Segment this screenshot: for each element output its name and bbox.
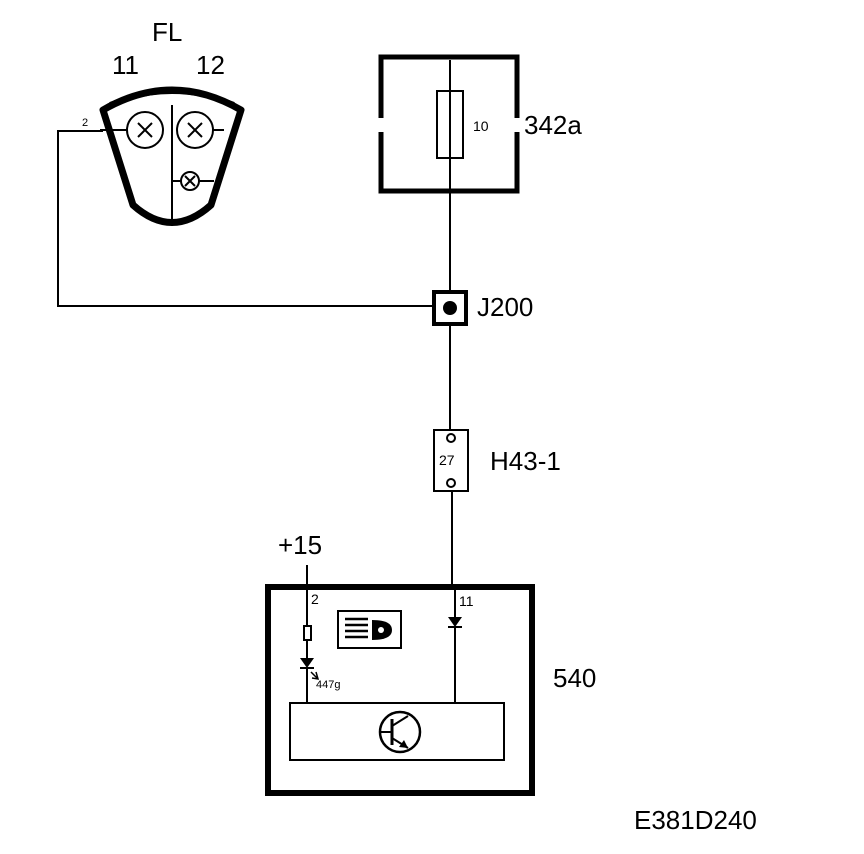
diode-icon bbox=[448, 617, 462, 627]
connector-pin: 27 bbox=[439, 452, 455, 468]
headlamp-symbol-icon bbox=[337, 610, 402, 649]
module-pin-right: 11 bbox=[459, 593, 474, 609]
lamp-fl bbox=[99, 86, 245, 226]
led-icon bbox=[300, 658, 314, 668]
lamp-wire-pin: 2 bbox=[82, 117, 88, 129]
connector-h43-1 bbox=[433, 429, 469, 492]
fuse-number: 10 bbox=[473, 118, 489, 134]
module-sub-label: 447g bbox=[316, 679, 340, 691]
fuse-box-label: 342a bbox=[524, 110, 582, 140]
module-540 bbox=[265, 584, 535, 796]
control-block bbox=[289, 702, 505, 761]
lamp-pin-left: 11 bbox=[112, 50, 139, 80]
lamp-wire bbox=[57, 130, 434, 307]
connector-label: H43-1 bbox=[490, 446, 561, 476]
junction-label: J200 bbox=[477, 292, 533, 322]
module-pin-left: 2 bbox=[311, 591, 319, 607]
module-label: 540 bbox=[553, 663, 596, 693]
lamp-pin-right: 12 bbox=[196, 50, 225, 80]
lamp-title: FL bbox=[152, 17, 182, 47]
supply-label: +15 bbox=[278, 530, 322, 560]
diagram-code: E381D240 bbox=[634, 805, 757, 835]
junction-j200 bbox=[432, 290, 468, 326]
transistor-icon bbox=[378, 710, 422, 754]
resistor-icon bbox=[303, 625, 312, 641]
